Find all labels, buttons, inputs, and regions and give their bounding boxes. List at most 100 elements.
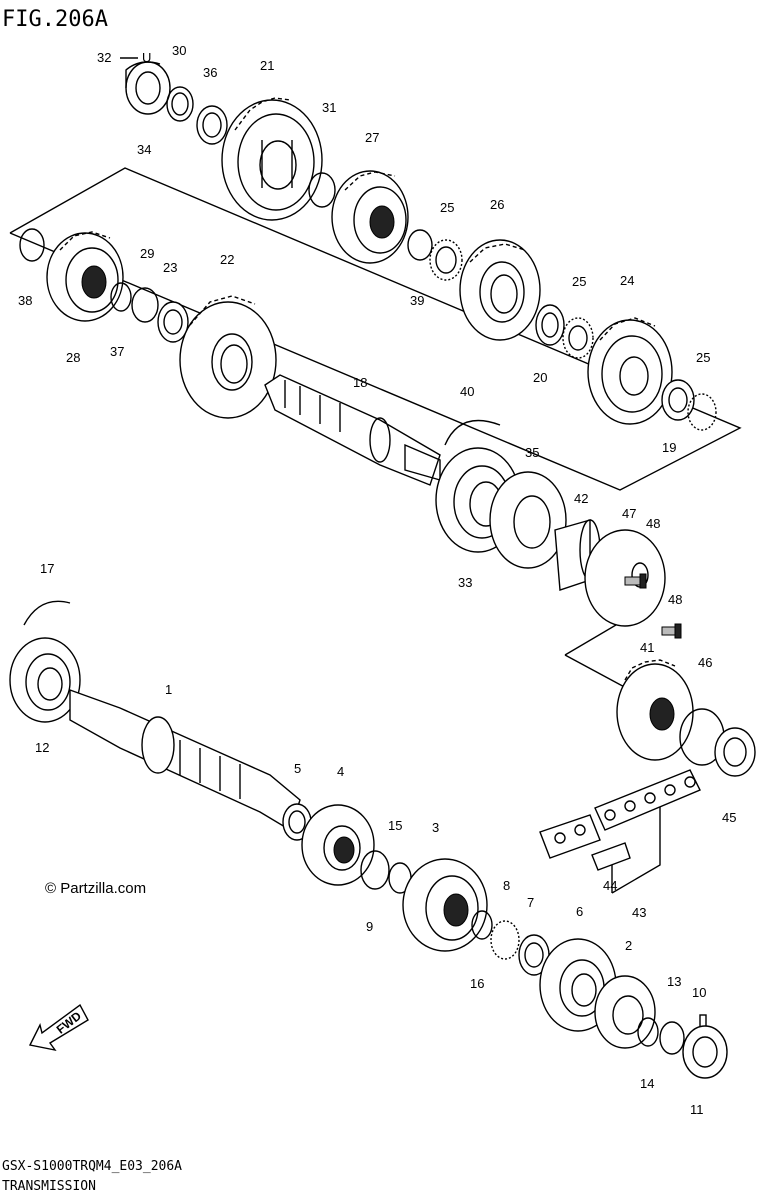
- label-14: 14: [640, 1076, 654, 1091]
- label-u: U: [142, 50, 151, 65]
- label-15: 15: [388, 818, 402, 833]
- label-9: 9: [366, 919, 373, 934]
- part-28-gear: [46, 231, 124, 322]
- label-26: 26: [490, 197, 504, 212]
- label-19: 19: [662, 440, 676, 455]
- part-2-gear: [594, 975, 656, 1049]
- part-3-gear: [402, 858, 488, 952]
- label-39: 39: [410, 293, 424, 308]
- part-9-washer: [360, 850, 390, 890]
- label-43: 43: [632, 905, 646, 920]
- part-43-chain-joint: [539, 814, 631, 871]
- label-8: 8: [503, 878, 510, 893]
- part-22-gear: [179, 295, 277, 419]
- label-13: 13: [667, 974, 681, 989]
- part-41-sprocket: [616, 659, 694, 761]
- label-18: 18: [353, 375, 367, 390]
- label-10: 10: [692, 985, 706, 1000]
- part-18-countershaft: [264, 374, 441, 486]
- part-11-bearing: [682, 1025, 728, 1079]
- label-31: 31: [322, 100, 336, 115]
- part-40-clip: [444, 419, 501, 446]
- label-22: 22: [220, 252, 234, 267]
- part-10-pin: [699, 1014, 707, 1028]
- part-19-bearing: [661, 379, 695, 421]
- part-25-needle-bearing-a: [429, 239, 463, 281]
- part-1-driveshaft: [69, 689, 301, 832]
- label-24: 24: [620, 273, 634, 288]
- label-40: 40: [460, 384, 474, 399]
- label-7: 7: [527, 895, 534, 910]
- label-35: 35: [525, 445, 539, 460]
- label-4: 4: [337, 764, 344, 779]
- footer-code: GSX-S1000TRQM4_E03_206A: [2, 1159, 182, 1174]
- countershaft-group-bracket: [9, 167, 742, 491]
- sprocket-bracket-line-2: [564, 654, 631, 691]
- part-44-chain: [594, 769, 701, 831]
- part-17-clip: [23, 600, 71, 626]
- part-24-gear: [587, 317, 673, 425]
- label-47: 47: [622, 506, 636, 521]
- part-labels: 32 U 30 36 21 34 31 27 25 26 39 25 24 20…: [18, 43, 736, 1117]
- label-12: 12: [35, 740, 49, 755]
- part-36-bushing: [196, 105, 228, 145]
- part-14-circlip: [637, 1017, 659, 1047]
- chain-bracket-line: [611, 800, 661, 894]
- part-35-oil-seal: [489, 471, 567, 569]
- part-4-gear: [301, 804, 375, 886]
- part-20-bushing: [535, 304, 565, 346]
- part-27-gear: [331, 170, 409, 264]
- label-44: 44: [603, 878, 617, 893]
- label-6: 6: [576, 904, 583, 919]
- figure-title: FIG.206A: [2, 7, 108, 32]
- footer-name: TRANSMISSION: [2, 1179, 96, 1194]
- label-37: 37: [110, 344, 124, 359]
- label-38: 38: [18, 293, 32, 308]
- label-32: 32: [97, 50, 111, 65]
- part-12-bearing: [9, 637, 81, 723]
- part-39-washer: [407, 229, 433, 261]
- label-16: 16: [470, 976, 484, 991]
- label-1: 1: [165, 682, 172, 697]
- label-23: 23: [163, 260, 177, 275]
- part-21-gear: [221, 97, 323, 221]
- label-21: 21: [260, 58, 274, 73]
- label-29: 29: [140, 246, 154, 261]
- part-48-bolt-a: [624, 573, 647, 589]
- label-25c: 25: [696, 350, 710, 365]
- part-8-needle-bearing: [490, 920, 520, 960]
- label-27: 27: [365, 130, 379, 145]
- label-30: 30: [172, 43, 186, 58]
- label-25a: 25: [440, 200, 454, 215]
- part-16-circlip: [471, 910, 493, 940]
- part-38-circlip: [19, 228, 45, 262]
- label-5: 5: [294, 761, 301, 776]
- part-26-gear: [459, 239, 541, 341]
- part-25-needle-bearing-b: [562, 317, 594, 359]
- part-48-bolt-b: [661, 623, 682, 639]
- fwd-arrow-icon: FWD: [28, 1003, 89, 1052]
- label-3: 3: [432, 820, 439, 835]
- part-13-washer: [659, 1021, 685, 1055]
- label-36: 36: [203, 65, 217, 80]
- copyright-text: © Partzilla.com: [45, 880, 146, 897]
- label-25b: 25: [572, 274, 586, 289]
- part-30-washer: [166, 86, 194, 122]
- label-11: 11: [690, 1102, 704, 1117]
- label-48a: 48: [646, 516, 660, 531]
- label-2: 2: [625, 938, 632, 953]
- label-34: 34: [137, 142, 151, 157]
- label-48b: 48: [668, 592, 682, 607]
- part-7-bushing: [518, 934, 550, 976]
- part-25-needle-bearing-c: [687, 393, 717, 431]
- label-46: 46: [698, 655, 712, 670]
- part-37-circlip: [110, 282, 132, 312]
- part-34-bearing: [125, 61, 171, 115]
- label-33: 33: [458, 575, 472, 590]
- label-17: 17: [40, 561, 54, 576]
- part-31-circlip: [308, 172, 336, 208]
- label-41: 41: [640, 640, 654, 655]
- part-29-washer: [131, 287, 159, 323]
- part-23-bushing: [157, 301, 189, 343]
